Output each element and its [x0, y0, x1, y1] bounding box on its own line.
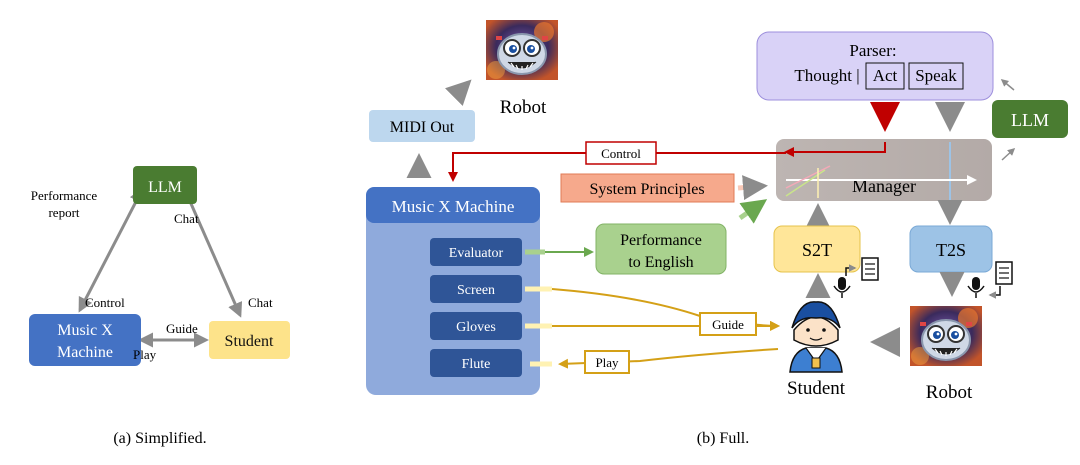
- s2t-box: [773, 225, 861, 273]
- full-diagram: Robot MIDI Out Music X Machine Evaluator…: [366, 19, 1068, 447]
- t2s-mic-icon: [967, 277, 985, 298]
- edge-llm-student: [182, 187, 243, 318]
- full-llm-label: LLM: [1011, 110, 1049, 130]
- principles-to-manager-arrow: [737, 175, 768, 201]
- manager-pink-line: [785, 165, 831, 189]
- control-tag-label: Control: [601, 146, 641, 161]
- t2s-convert-arrow-icon: [988, 286, 1001, 299]
- s2t-label: S2T: [802, 240, 832, 260]
- performance-to-english-box: [595, 223, 727, 275]
- caption-full: (b) Full.: [697, 430, 749, 447]
- manager-box: [776, 139, 992, 201]
- simplified-musicx-label-2: Machine: [57, 344, 113, 361]
- robot-top-label: Robot: [500, 97, 547, 118]
- student-label: Student: [787, 378, 846, 399]
- simplified-chat-top-label: Chat: [174, 211, 199, 226]
- simplified-student-label: Student: [225, 333, 274, 350]
- flute-label: Flute: [462, 357, 491, 372]
- simplified-chat-bottom-label: Chat: [248, 295, 273, 310]
- simplified-guide-label: Guide: [166, 321, 198, 336]
- play-tag-label: Play: [595, 355, 619, 370]
- parser-thought: Thought |: [794, 66, 859, 85]
- screen-box: [430, 275, 522, 303]
- system-principles-label: System Principles: [589, 181, 704, 198]
- student-icon: [789, 301, 843, 373]
- simplified-llm-label: LLM: [148, 179, 182, 196]
- music-x-machine-label: Music X Machine: [392, 197, 515, 216]
- student-to-flute-line: [558, 348, 779, 369]
- performance-report-label-2: report: [48, 205, 79, 220]
- llm-to-parser-arrow: [1000, 79, 1015, 91]
- guide-tag-label: Guide: [712, 317, 744, 332]
- s2t-document-icon: [861, 257, 879, 281]
- gloves-box: [430, 312, 522, 340]
- manager-control-internal: [784, 142, 886, 157]
- manager-to-llm-arrow: [1001, 147, 1016, 161]
- full-llm-box: [992, 100, 1068, 138]
- parser-speak: Speak: [915, 66, 957, 85]
- screen-label: Screen: [457, 283, 495, 298]
- performance-to-english-label-1: Performance: [620, 232, 702, 249]
- robot-bottom-image: [909, 305, 983, 367]
- system-principles-box: [560, 173, 735, 203]
- robot-top-image: [485, 19, 559, 81]
- performance-report-label-1: Performance: [31, 188, 98, 203]
- robot-bottom-label: Robot: [926, 382, 973, 403]
- caption-simplified: (a) Simplified.: [113, 430, 206, 447]
- parser-box: [756, 31, 994, 101]
- control-line: [448, 152, 786, 182]
- simplified-student-node: [209, 321, 290, 359]
- parser-title: Parser:: [849, 41, 896, 60]
- edge-llm-musicx: [78, 187, 144, 313]
- parser-act-frame: [865, 62, 905, 90]
- play-tag: [584, 350, 630, 374]
- simplified-diagram: LLM Music X Machine Student Performance …: [29, 166, 290, 447]
- flute-box: [430, 349, 522, 377]
- evaluator-label: Evaluator: [449, 246, 504, 261]
- simplified-llm-node: [133, 166, 197, 204]
- midi-out-label: MIDI Out: [390, 119, 455, 136]
- simplified-control-label: Control: [85, 295, 125, 310]
- guide-tag: [699, 312, 757, 336]
- s2t-mic-icon: [833, 277, 851, 298]
- s2t-convert-arrow-icon: [845, 264, 857, 276]
- perf-to-manager-arrow: [738, 199, 768, 224]
- gloves-label: Gloves: [456, 320, 496, 335]
- t2s-label: T2S: [936, 240, 966, 260]
- simplified-play-label: Play: [133, 347, 157, 362]
- simplified-musicx-label-1: Music X: [57, 322, 113, 339]
- music-x-machine-header: [366, 187, 540, 223]
- midi-out-box: [369, 110, 475, 142]
- performance-to-english-label-2: to English: [628, 254, 693, 271]
- midi-to-robot-arrow: [445, 79, 472, 106]
- parser-act: Act: [873, 66, 898, 85]
- simplified-musicx-node: [29, 314, 141, 366]
- parser-speak-frame: [908, 62, 964, 90]
- evaluator-box: [430, 238, 522, 266]
- control-tag: [585, 141, 657, 165]
- t2s-document-icon: [995, 261, 1013, 285]
